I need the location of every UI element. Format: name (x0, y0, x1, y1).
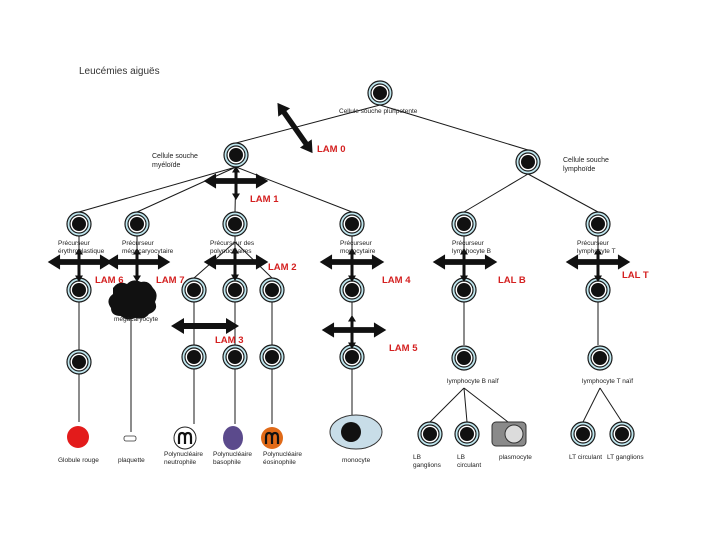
poly-precursor-cell (222, 211, 248, 237)
lam3-label: LAM 3 (215, 335, 244, 346)
lymB-naive-cell (451, 345, 477, 371)
lalt-label: LAL T (622, 270, 649, 281)
lt-circulant-label: LT circulant (569, 454, 602, 461)
poly-prec-label-1: Précurseur des (210, 240, 255, 247)
neutro-label-1: Polynucléaire (164, 451, 203, 458)
pluripotent-label: Cellule souche pluripotente (339, 108, 418, 115)
eosinophil-cell (261, 427, 283, 449)
myeloid-stem-cell (223, 142, 249, 168)
double-arrow-icon (171, 318, 239, 334)
lymphoid-label-2: lymphoïde (563, 166, 595, 173)
lam0-label: LAM 0 (317, 144, 346, 155)
megakaryocyte-label: mégacaryocyte (114, 316, 158, 323)
double-arrow-icon (321, 322, 387, 338)
lymT-naive-cell (587, 345, 613, 371)
lalb-label: LAL B (498, 275, 526, 286)
lt-ganglions-cell (609, 421, 635, 447)
eosino-label-2: éosinophile (263, 459, 296, 466)
lymB-prec-label-2: lymphocyte B (452, 248, 491, 255)
poly-prec-label-2: polynucléaires (210, 248, 252, 255)
eosino-l4-cell (259, 344, 285, 370)
plaquette-label: plaquette (118, 457, 145, 464)
lam2-label: LAM 2 (268, 262, 297, 273)
monocyte-label: monocyte (342, 457, 371, 464)
lymT-prec-label-1: Précurseur (577, 240, 610, 247)
mono-prec-label-1: Précurseur (340, 240, 373, 247)
lymT-precursor-cell (585, 211, 611, 237)
lymphoid-label-1: Cellule souche (563, 157, 609, 164)
subtype-labels: LAM 0 LAM 1 LAM 6 LAM 7 LAM 2 LAM 4 LAL … (95, 144, 649, 354)
lb-circulant-label-1: LB (457, 454, 465, 461)
mega-prec-label-1: Précurseur (122, 240, 155, 247)
cell-labels: Cellule souche pluripotente Cellule souc… (58, 108, 644, 469)
erythro-prec-label-1: Précurseur (58, 240, 91, 247)
erythro-precursor-cell (66, 211, 92, 237)
baso-label-1: Polynucléaire (213, 451, 252, 458)
lt-ganglions-label: LT ganglions (607, 454, 644, 461)
baso-label-2: basophile (213, 459, 241, 466)
red-blood-cell (67, 426, 89, 448)
mono-prec-label-2: monocytaire (340, 248, 376, 255)
neutrophil-cell (173, 426, 197, 450)
lb-ganglions-label-1: LB (413, 454, 421, 461)
baso-l4-cell (222, 344, 248, 370)
mega-precursor-cell (124, 211, 150, 237)
neutro-label-2: neutrophile (164, 459, 197, 466)
lymT-prec-label-2: lymphocyte T (577, 248, 616, 255)
mega-prec-label-2: mégacaryocytaire (122, 248, 174, 255)
plasmocyte-cell (491, 421, 527, 447)
eosino-label-1: Polynucléaire (263, 451, 302, 458)
mono-precursor-cell (339, 211, 365, 237)
cells (66, 80, 635, 450)
lam7-label: LAM 7 (156, 275, 185, 286)
lb-ganglions-cell (417, 421, 443, 447)
baso-l3-cell (222, 277, 248, 303)
lb-circulant-label-2: circulant (457, 462, 481, 469)
neutro-l3-cell (181, 277, 207, 303)
lymphoid-stem-cell (515, 149, 541, 175)
lymT-naive-label: lymphocyte T naïf (582, 378, 633, 385)
erythro-l4-cell (66, 349, 92, 375)
lam1-label: LAM 1 (250, 194, 279, 205)
lymB-naive-label: lymphocyte B naïf (447, 378, 499, 385)
plasmocyte-label: plasmocyte (499, 454, 532, 461)
myeloid-label-1: Cellule souche (152, 153, 198, 160)
basophil-cell (223, 426, 243, 450)
lam6-label: LAM 6 (95, 275, 124, 286)
page-title: Leucémies aiguës (79, 66, 160, 77)
double-arrow-icon (271, 98, 319, 158)
megakaryocyte-cell (108, 280, 157, 320)
globule-rouge-label: Globule rouge (58, 457, 99, 464)
neutro-l4-cell (181, 344, 207, 370)
myeloid-label-2: myéloïde (152, 162, 181, 169)
monocyte-cell (329, 414, 383, 450)
erythro-prec-label-2: érythroblastique (58, 248, 105, 255)
lb-circulant-cell (454, 421, 480, 447)
lymB-precursor-cell (451, 211, 477, 237)
lam5-label: LAM 5 (389, 343, 418, 354)
lt-circulant-cell (570, 421, 596, 447)
lb-ganglions-label-2: ganglions (413, 462, 442, 469)
pluripotent-stem-cell (367, 80, 393, 106)
eosino-l3-cell (259, 277, 285, 303)
lam4-label: LAM 4 (382, 275, 411, 286)
platelet (123, 435, 137, 442)
lymB-prec-label-1: Précurseur (452, 240, 485, 247)
